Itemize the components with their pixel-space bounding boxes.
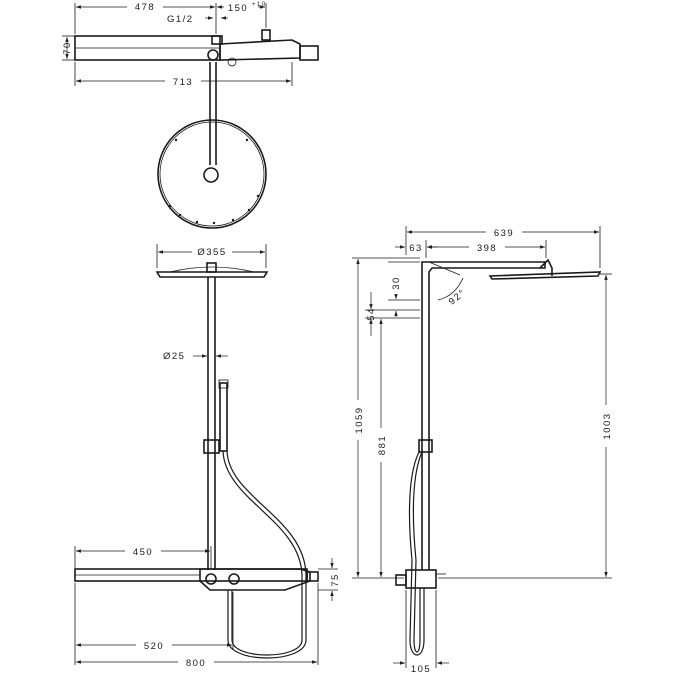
dim-105: 105: [411, 664, 431, 675]
top-valve-right: [261, 29, 271, 41]
top-control-knob: [299, 45, 319, 61]
front-slider: [203, 439, 220, 454]
top-shower-head-circle: [157, 119, 267, 229]
dim-54: 54: [366, 307, 377, 321]
side-hose: [408, 451, 425, 656]
top-shower-head-joint: [203, 167, 219, 183]
top-view: 478 150 +10 G1/2 70 713: [62, 0, 319, 229]
dim-63: 63: [409, 243, 423, 254]
front-shower-head: [155, 271, 269, 278]
dim-1003: 1003: [602, 412, 613, 439]
dim-150: 150: [228, 3, 248, 14]
side-thermostat-body: [405, 569, 437, 589]
side-shower-head: [488, 271, 602, 280]
front-view: Ø355 Ø25 450 75 520 800: [74, 244, 341, 669]
top-shower-nozzles: [168, 138, 260, 225]
side-slider: [418, 439, 433, 453]
dim-398: 398: [477, 243, 497, 254]
side-shower-arm: [421, 261, 546, 310]
front-valve-left: [205, 573, 217, 585]
dim-450: 450: [133, 547, 153, 558]
dim-150-tolerance: +10: [252, 2, 267, 8]
front-hose: [222, 450, 303, 656]
dim-70: 70: [62, 41, 73, 55]
dim-478: 478: [135, 2, 155, 13]
dim-92-deg: 92°: [447, 287, 469, 308]
dim-639: 639: [494, 228, 514, 239]
front-valve-right: [228, 573, 240, 585]
dim-30: 30: [391, 276, 402, 290]
front-thermostat-body: [199, 568, 311, 591]
dim-1059: 1059: [354, 406, 365, 433]
dim-713: 713: [173, 77, 193, 88]
dim-881: 881: [377, 435, 388, 455]
dim-355: Ø355: [197, 247, 226, 258]
dim-25: Ø25: [163, 351, 185, 362]
dim-g12: G1/2: [167, 14, 194, 25]
front-hand-shower: [219, 382, 228, 452]
dim-800: 800: [186, 658, 206, 669]
side-view: 639 63 398 92° 30 54 1059: [352, 226, 613, 675]
top-valve-left: [211, 35, 223, 45]
top-column-fixing: [207, 49, 219, 61]
top-thermostat-body: [219, 39, 301, 61]
dim-520: 520: [144, 641, 164, 652]
dim-75: 75: [330, 573, 341, 587]
